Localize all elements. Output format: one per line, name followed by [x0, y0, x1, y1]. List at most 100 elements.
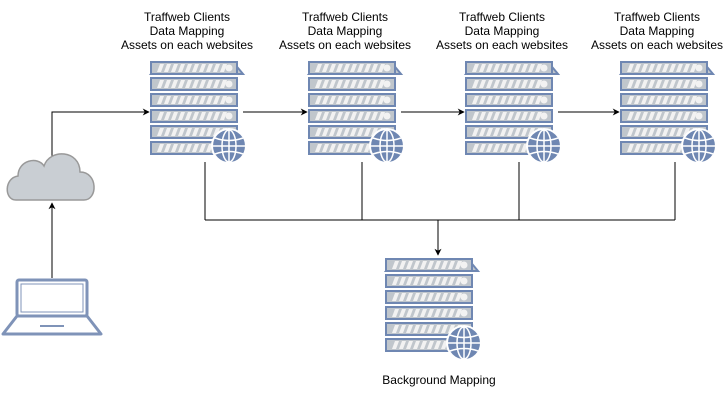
server-slot	[420, 293, 427, 301]
server-slot	[676, 80, 683, 88]
server-slot	[648, 64, 655, 72]
server-slot	[434, 261, 441, 269]
server-slot	[392, 293, 399, 301]
server-slot	[690, 96, 697, 104]
server-slot	[378, 64, 385, 72]
server-slot	[378, 80, 385, 88]
server-3-label-line-2: Data Mapping	[464, 24, 540, 38]
server-slot	[171, 96, 178, 104]
server-slot	[350, 144, 357, 152]
server-slot	[500, 64, 507, 72]
server-slot	[655, 112, 662, 120]
server-slot	[641, 64, 648, 72]
server-1-label: Traffweb Clients Data Mapping Assets on …	[112, 10, 262, 52]
server-slot	[357, 112, 364, 120]
server-slot	[315, 80, 322, 88]
server-slot	[213, 128, 220, 136]
server-slot	[329, 64, 336, 72]
server-slot	[655, 80, 662, 88]
server-slot	[343, 80, 350, 88]
server-slot	[493, 96, 500, 104]
server-slot	[364, 96, 371, 104]
server-slot	[486, 144, 493, 152]
server-slot	[178, 112, 185, 120]
server-slot	[178, 64, 185, 72]
server-slot	[521, 112, 528, 120]
server-slot	[371, 64, 378, 72]
server-slot	[507, 112, 514, 120]
server-led	[225, 96, 233, 104]
server-slot	[322, 128, 329, 136]
server-slot	[479, 144, 486, 152]
server-1-label-line-3: Assets on each websites	[120, 38, 254, 52]
server-slot	[655, 128, 662, 136]
server-slot	[315, 112, 322, 120]
server-4-label: Traffweb Clients Data Mapping Assets on …	[582, 10, 727, 52]
server-slot	[676, 96, 683, 104]
server-3-label-line-3: Assets on each websites	[435, 38, 569, 52]
server-slot	[322, 144, 329, 152]
server-slot	[164, 96, 171, 104]
server-slot	[206, 80, 213, 88]
server-slot	[329, 144, 336, 152]
server-slot	[178, 96, 185, 104]
server-slot	[322, 112, 329, 120]
server-slot	[185, 128, 192, 136]
server-slot	[493, 80, 500, 88]
server-slot	[420, 325, 427, 333]
server-slot	[192, 144, 199, 152]
server-slot	[185, 144, 192, 152]
server-slot	[662, 128, 669, 136]
server-slot	[192, 64, 199, 72]
server-slot	[627, 128, 634, 136]
server-slot	[336, 80, 343, 88]
server-slot	[357, 128, 364, 136]
server-slot	[343, 112, 350, 120]
server-slot	[192, 80, 199, 88]
server-slot	[427, 325, 434, 333]
server-slot	[493, 128, 500, 136]
background-server-label: Background Mapping	[364, 373, 514, 387]
server-slot	[413, 309, 420, 317]
background-server-icon	[383, 258, 482, 361]
server-slot	[336, 128, 343, 136]
server-led	[383, 112, 391, 120]
server-slot	[641, 80, 648, 88]
server-slot	[178, 80, 185, 88]
server-slot	[357, 144, 364, 152]
server-slot	[206, 128, 213, 136]
server-slot	[528, 64, 535, 72]
globe-latitude	[449, 334, 479, 339]
server-slot	[486, 96, 493, 104]
server-slot	[683, 112, 690, 120]
server-slot	[220, 80, 227, 88]
nodes	[1, 61, 717, 361]
cloud-shape	[6, 153, 95, 201]
server-slot	[669, 144, 676, 152]
server-slot	[192, 128, 199, 136]
server-slot	[185, 112, 192, 120]
server-slot	[690, 64, 697, 72]
globe-latitude	[449, 347, 479, 352]
server-slot	[406, 293, 413, 301]
connectors	[48, 108, 676, 278]
server-slot	[213, 96, 220, 104]
server-slot	[315, 64, 322, 72]
globe-latitude	[214, 137, 244, 142]
server-slot	[413, 277, 420, 285]
server-2-label-line-3: Assets on each websites	[278, 38, 412, 52]
server-slot	[641, 144, 648, 152]
server-slot	[399, 325, 406, 333]
server-slot	[662, 64, 669, 72]
server-slot	[486, 112, 493, 120]
server-slot	[406, 325, 413, 333]
server-led	[540, 80, 548, 88]
server-slot	[357, 64, 364, 72]
server-slot	[178, 128, 185, 136]
server-slot	[206, 112, 213, 120]
server-slot	[350, 128, 357, 136]
server-slot	[399, 341, 406, 349]
server-slot	[343, 64, 350, 72]
